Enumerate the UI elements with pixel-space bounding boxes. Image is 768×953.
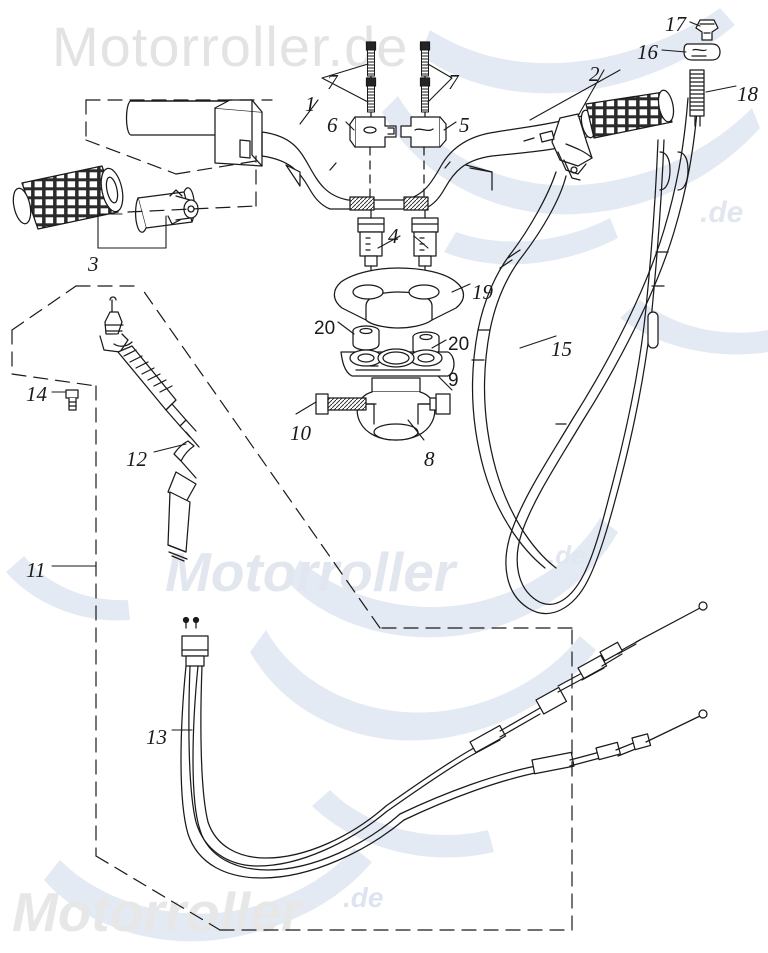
callout-1: 1 — [305, 92, 316, 116]
holder-bolts-part — [365, 41, 431, 125]
brake-lever-assembly-part — [65, 296, 200, 562]
callout-17: 17 — [665, 12, 686, 36]
callout-8: 8 — [424, 447, 435, 471]
leader-lines — [51, 21, 737, 731]
handlebar-clamp-bolts-part — [357, 209, 439, 293]
callout-12: 12 — [126, 447, 147, 471]
callout-11: 11 — [26, 558, 46, 582]
throttle-cable-part — [505, 97, 699, 615]
handlebar-holder-right-part — [400, 116, 447, 201]
right-grip-throttle-part — [491, 89, 675, 181]
callout-18: 18 — [737, 82, 758, 106]
bracket-bolt-part — [315, 393, 377, 415]
callout-7-right: 7 — [448, 70, 459, 94]
callout-16: 16 — [637, 40, 658, 64]
callout-3: 3 — [88, 252, 99, 276]
upper-handlebar-plate-part — [333, 267, 465, 329]
callout-4: 4 — [388, 224, 399, 248]
front-brake-hose — [471, 171, 567, 569]
callout-9: 9 — [448, 370, 459, 391]
callout-7-left: 7 — [327, 70, 338, 94]
callout-5: 5 — [459, 113, 470, 137]
callout-10: 10 — [290, 421, 311, 445]
steering-stem-bracket-part — [356, 377, 436, 441]
callout-2: 2 — [589, 62, 600, 86]
callout-19: 19 — [472, 280, 493, 304]
bracket-nut-part — [419, 393, 451, 415]
callout-20-left: 20 — [314, 318, 336, 339]
callout-6: 6 — [327, 113, 338, 137]
cable-fittings-part — [683, 19, 721, 127]
callout-14: 14 — [26, 382, 47, 406]
left-grip-set-part — [12, 165, 199, 233]
callout-15: 15 — [551, 337, 572, 361]
brake-cable-part — [180, 601, 708, 879]
callout-13: 13 — [146, 725, 167, 749]
group-boundary-lines — [11, 99, 573, 931]
handlebar-holder-left-part — [349, 116, 397, 201]
callout-20-right: 20 — [448, 334, 470, 355]
lower-handlebar-plate-part — [340, 348, 455, 377]
handlebar-part — [125, 99, 567, 211]
